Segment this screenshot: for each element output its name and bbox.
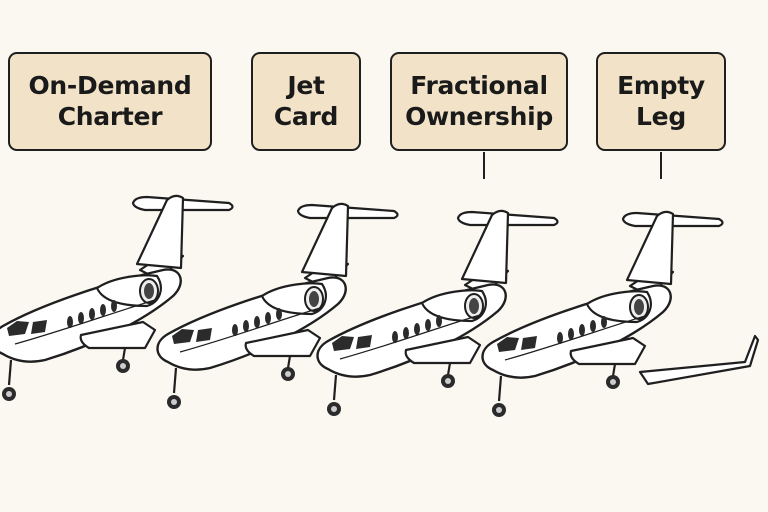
jet-3	[316, 209, 559, 418]
jet-4	[481, 210, 724, 419]
label-empty-leg: Empty Leg	[596, 52, 726, 151]
label-jet-card: Jet Card	[251, 52, 361, 151]
label-on-demand-charter: On-Demand Charter	[8, 52, 212, 151]
jet-2	[156, 202, 399, 411]
jet-4-wing	[638, 334, 760, 386]
label-fractional-ownership: Fractional Ownership	[390, 52, 568, 151]
